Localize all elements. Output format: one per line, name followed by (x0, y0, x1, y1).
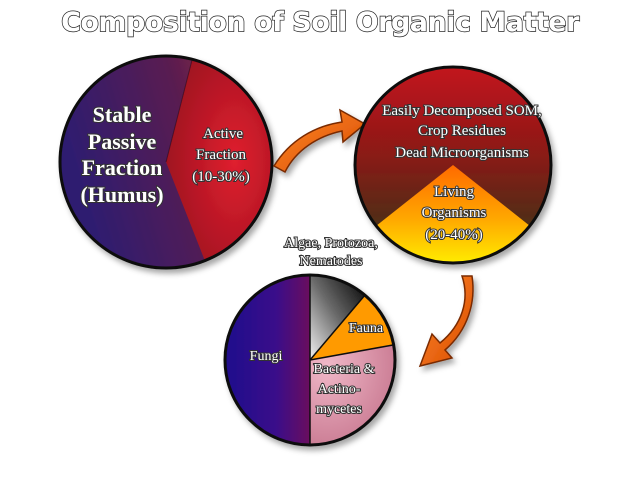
soil-organic-matter-circle (58, 54, 274, 270)
fungi-slice (225, 275, 310, 445)
stable-label-line: Stable (93, 102, 152, 127)
bacteria-actinomycetes-label: Bacteria & Actino- mycetes (312, 361, 375, 418)
living-label-line: Organisms (422, 205, 487, 221)
curved-arrow-down-icon (418, 275, 474, 368)
bacteria-label-line: mycetes (316, 402, 362, 417)
bacteria-label-line: Bacteria & (313, 362, 374, 377)
living-label-line: Living (434, 184, 474, 200)
decomposed-label: Easily Decomposed SOM, Crop Residues Dea… (381, 102, 543, 162)
fauna-label: Fauna (349, 321, 384, 336)
stable-label-line: (Humus) (80, 182, 163, 207)
living-organisms-slice (376, 165, 530, 264)
active-fraction-label: Active Fraction (10-30%) (191, 125, 250, 186)
living-organisms-label: Living Organisms (20-40%) (421, 183, 488, 244)
bacteria-actinomycetes-slice (310, 345, 395, 445)
fungi-label: Fungi (250, 349, 283, 364)
decomposed-label-line: Dead Microorganisms (395, 145, 529, 161)
active-fraction-slice (166, 60, 272, 261)
algae-label-line: Nematodes (300, 254, 363, 269)
active-label-line: Active (203, 126, 243, 142)
diagram-title: Composition of Soil Organic Matter (61, 7, 580, 38)
fauna-slice (310, 295, 393, 360)
living-organisms-circle (223, 273, 397, 447)
active-fraction-circle (353, 65, 553, 265)
decomposed-label-line: Crop Residues (418, 123, 506, 139)
algae-label-line: Algae, Protozoa, (284, 236, 378, 251)
stable-passive-label: Stable Passive Fraction (Humus) (79, 101, 164, 208)
active-label-line: (10-30%) (192, 169, 249, 185)
decomposed-label-line: Easily Decomposed SOM, (382, 103, 542, 119)
algae-protozoa-nematodes-slice (310, 274, 365, 360)
living-label-line: (20-40%) (425, 227, 482, 243)
stable-label-line: Fraction (82, 155, 163, 180)
active-label-line: Fraction (196, 147, 246, 163)
stable-label-line: Passive (88, 129, 157, 154)
algae-protozoa-label: Algae, Protozoa, Nematodes (283, 235, 379, 270)
bacteria-label-line: Actino- (318, 382, 361, 397)
curved-arrow-right-icon (272, 108, 367, 174)
